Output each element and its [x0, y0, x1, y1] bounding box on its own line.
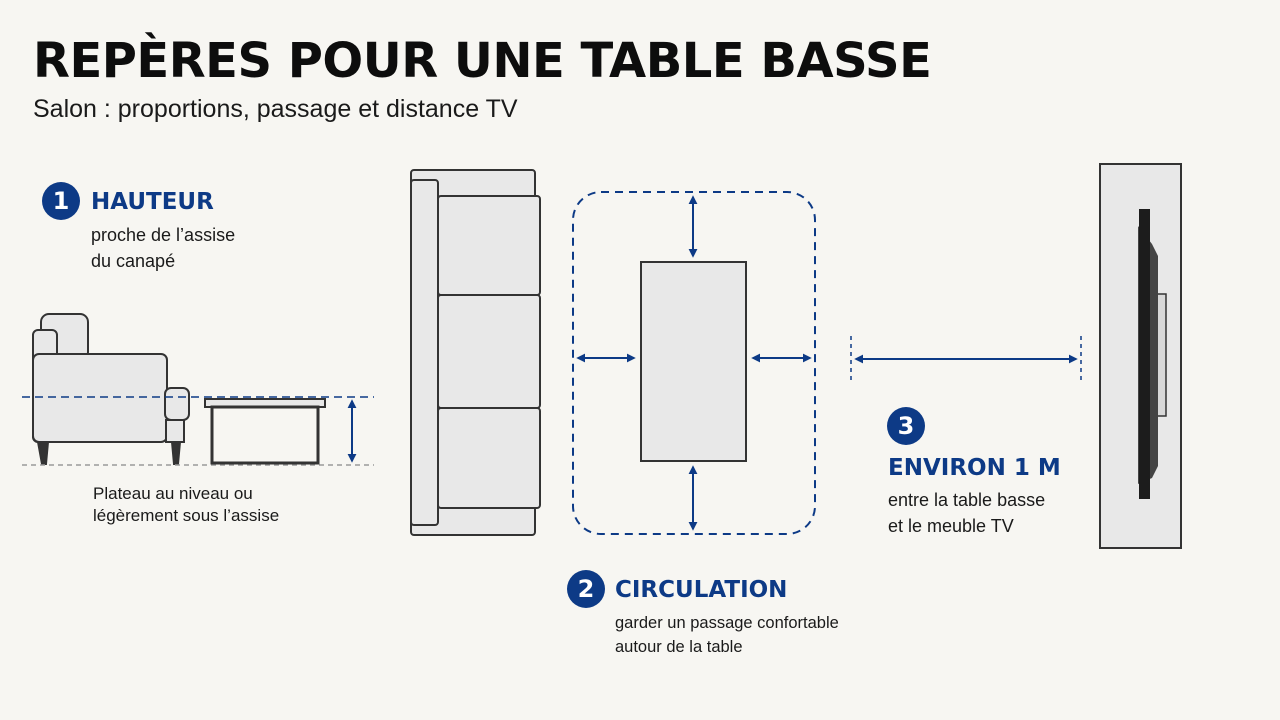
distance-description: entre la table basse et le meuble TV: [888, 487, 1045, 539]
circulation-description-line: autour de la table: [615, 638, 743, 656]
armchair-armrest: [164, 387, 190, 421]
armchair-leg-back: [36, 441, 50, 465]
tv-unit-top-view: [1099, 163, 1182, 549]
page-title: REPÈRES POUR UNE TABLE BASSE: [33, 33, 932, 89]
step-1-badge: 1: [42, 182, 80, 220]
sofa-cushion: [437, 294, 541, 409]
height-caption: Plateau au niveau ou légèrement sous l’a…: [93, 483, 279, 527]
sofa-cushion: [437, 195, 541, 296]
distance-description-line: et le meuble TV: [888, 516, 1014, 536]
page-subtitle: Salon : proportions, passage et distance…: [33, 95, 518, 123]
height-description-line: proche de l’assise: [91, 225, 236, 245]
armchair-leg-front: [170, 441, 182, 465]
armchair-side-view: [32, 313, 190, 465]
tv-screen: [1139, 209, 1150, 499]
circulation-description: garder un passage confortable autour de …: [615, 611, 839, 659]
armchair-body: [32, 353, 168, 443]
distance-description-line: entre la table basse: [888, 490, 1046, 510]
coffee-table-side-view: [204, 398, 326, 465]
height-caption-line: Plateau au niveau ou: [93, 484, 253, 503]
height-description: proche de l’assise du canapé: [91, 222, 235, 274]
step-3-badge: 3: [887, 407, 925, 445]
table-frame: [210, 405, 320, 465]
circulation-description-line: garder un passage confortable: [615, 614, 839, 632]
circulation-heading: CIRCULATION: [615, 577, 788, 603]
height-heading: HAUTEUR: [91, 189, 214, 215]
sofa-cushion: [437, 407, 541, 509]
height-caption-line: légèrement sous l’assise: [93, 506, 280, 525]
sofa-back: [410, 179, 439, 526]
coffee-table-top-view: [640, 261, 747, 462]
armchair-front: [165, 419, 185, 443]
distance-heading: ENVIRON 1 M: [888, 455, 1061, 481]
sofa-top-view: [410, 169, 541, 536]
circulation-arrows: [576, 195, 812, 531]
height-description-line: du canapé: [91, 251, 176, 271]
step-2-badge: 2: [567, 570, 605, 608]
